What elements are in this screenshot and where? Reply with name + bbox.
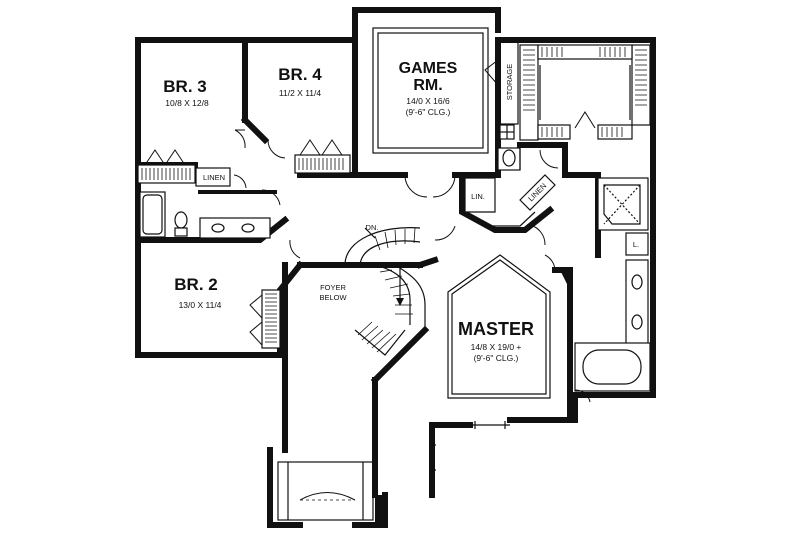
- l-label: L.: [633, 240, 639, 249]
- br4-name: BR. 4: [278, 65, 322, 84]
- lin-label: LIN.: [471, 192, 485, 201]
- room-labels: BR. 3 10/8 X 12/8 BR. 4 11/2 X 11/4 GAME…: [163, 60, 534, 363]
- games-ceiling: (9'-6" CLG.): [406, 107, 451, 117]
- storage: [484, 41, 519, 140]
- staircase: [344, 227, 426, 356]
- games-dim: 14/0 X 16/6: [406, 96, 450, 106]
- br2-dim: 13/0 X 11/4: [179, 300, 222, 310]
- master-dim: 14/8 X 19/0 +: [471, 342, 522, 352]
- br3-name: BR. 3: [163, 77, 206, 96]
- master-name: MASTER: [458, 319, 534, 339]
- doors: [233, 129, 591, 403]
- foyer-line1: FOYER: [320, 283, 346, 292]
- walls: [135, 7, 656, 528]
- master-ceiling: (9'-6" CLG.): [474, 353, 519, 363]
- games-room-frame: [372, 27, 489, 154]
- dn-label: DN.: [366, 223, 379, 232]
- right-bath-fixtures: [497, 147, 651, 392]
- entry-porch: [277, 461, 387, 523]
- storage-label: STORAGE: [505, 64, 514, 101]
- left-bath-fixtures: [139, 167, 277, 239]
- br3-dim: 10/8 X 12/8: [165, 98, 209, 108]
- br2-name: BR. 2: [174, 275, 217, 294]
- linen-left-label: LINEN: [203, 173, 225, 182]
- foyer-line2: BELOW: [319, 293, 347, 302]
- games-name-line2: RM.: [413, 77, 442, 94]
- linen-closets: [464, 174, 556, 227]
- master-ceiling-outline: [447, 254, 551, 399]
- master-windows: [432, 270, 570, 471]
- closets: [137, 44, 651, 349]
- games-name-line1: GAMES: [399, 60, 458, 77]
- br4-dim: 11/2 X 11/4: [279, 88, 321, 98]
